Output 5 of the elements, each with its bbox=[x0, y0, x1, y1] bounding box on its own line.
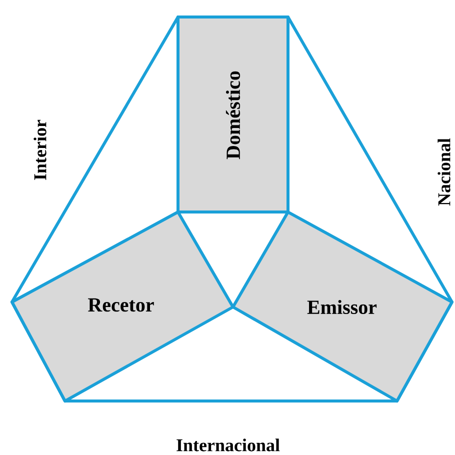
quadrilateral-block: Emissor bbox=[232, 210, 454, 402]
side-label: Internacional bbox=[176, 438, 280, 452]
side-label: Interior bbox=[34, 120, 46, 180]
quadrilateral-block: Recetor bbox=[10, 210, 234, 402]
rectangle-block: Doméstico bbox=[176, 16, 290, 214]
